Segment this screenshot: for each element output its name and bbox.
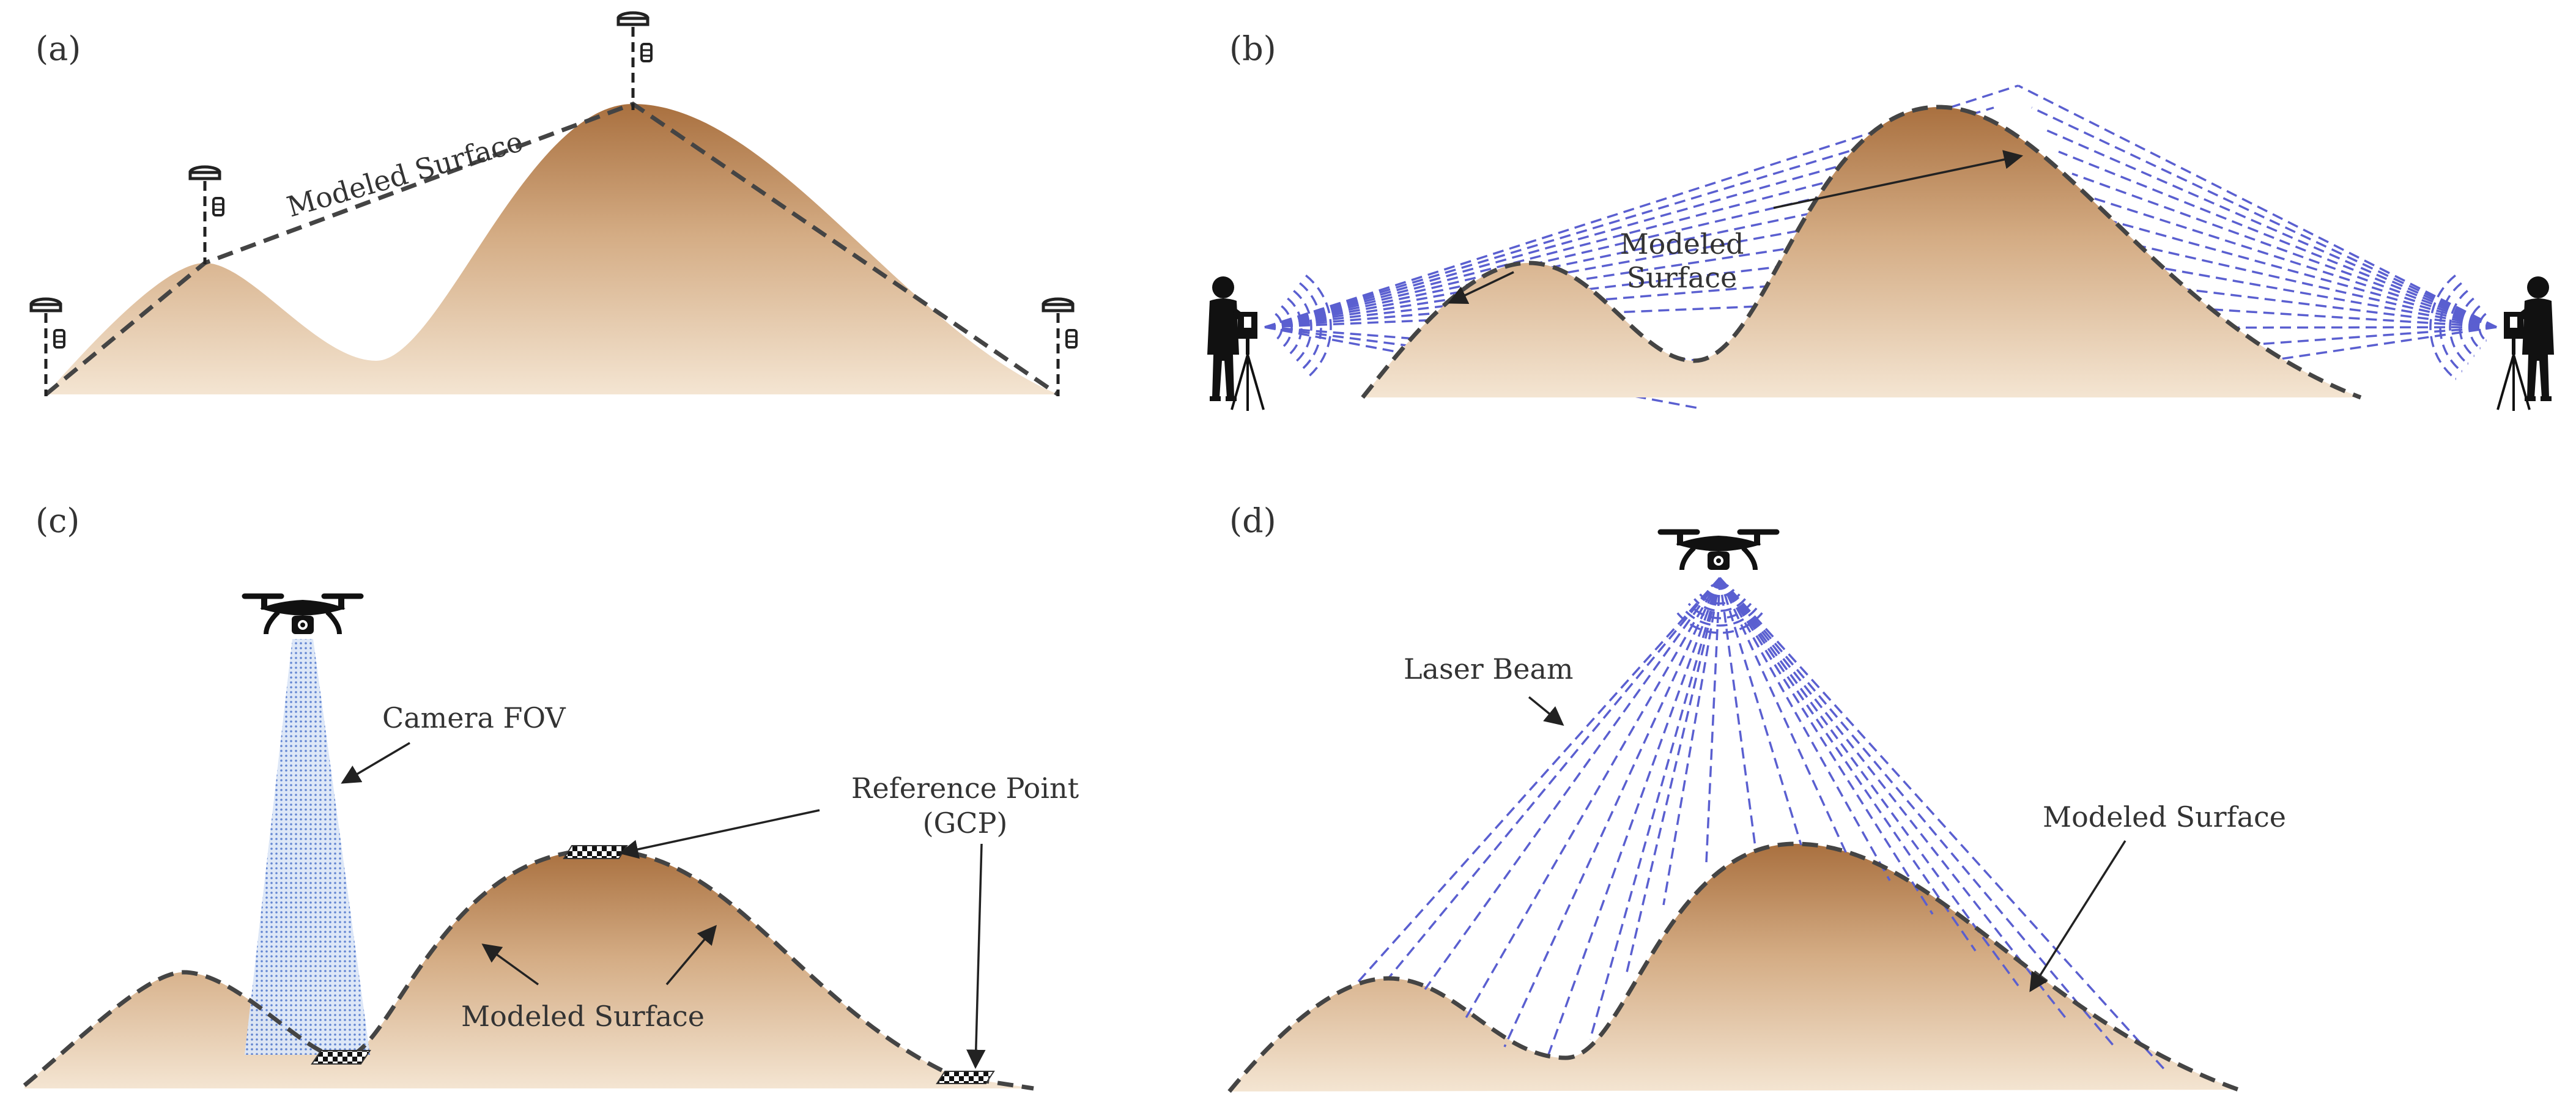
arrow-to-surface-b	[1448, 271, 1514, 305]
modeled-surface-line-a	[44, 102, 1059, 396]
beam-wave	[1287, 297, 1303, 357]
beam-line	[2085, 194, 2497, 328]
annotation-reference-point: Reference Point	[851, 772, 1079, 805]
beam-wave	[1275, 312, 1283, 342]
camera-fov-cone	[245, 639, 370, 1055]
annotation-camera-fov: Camera FOV	[382, 701, 566, 734]
beam-wave	[2449, 290, 2468, 364]
beam-wave	[2459, 297, 2474, 357]
beam-line	[1503, 577, 1721, 1047]
beam-line	[1264, 172, 1921, 328]
beam-wave	[1293, 290, 1312, 364]
beam-line	[1719, 577, 2068, 1021]
panel-label-a: (a)	[35, 29, 81, 68]
arrow-to-surface-b	[1773, 150, 2024, 209]
beam-wave	[1693, 598, 1746, 612]
beam-wave	[1704, 588, 1735, 597]
terrain-d	[1229, 844, 2238, 1091]
beam-line	[1719, 577, 1891, 881]
beam-line	[1589, 577, 1721, 1040]
beam-line	[2112, 238, 2497, 328]
drone-icon	[1660, 532, 1777, 570]
modeled-surface-line-c	[23, 848, 1034, 1091]
beam-wave	[1687, 602, 1752, 619]
beam-line	[1264, 194, 1897, 328]
panel-d: (d) Laser Beam Modeled Surface	[1227, 501, 2286, 1093]
beam-wave	[1710, 584, 1730, 590]
terrain-a	[46, 104, 1058, 394]
terrain-c	[24, 850, 1034, 1088]
beam-wave	[2468, 305, 2481, 349]
annotation-laser-beam: Laser Beam	[1404, 652, 1573, 685]
annotation-modeled-b: Modeled	[1620, 227, 1744, 260]
panel-label-b: (b)	[1229, 29, 1276, 68]
beam-line	[2031, 106, 2497, 328]
checkerboard-target-icon	[311, 1050, 371, 1065]
gnss-receiver-icon	[190, 167, 223, 264]
arrow-to-fov	[341, 742, 410, 784]
checkerboard-target-icon	[936, 1071, 995, 1084]
checkerboard-target-icon	[563, 845, 628, 859]
terrain-b	[1363, 107, 2361, 397]
beam-line	[2018, 84, 2497, 328]
beam-line	[1705, 577, 1721, 863]
panel-a: (a) Modeled Surface	[31, 13, 1076, 396]
beam-line	[2071, 172, 2497, 328]
beam-line	[1719, 577, 2019, 987]
beam-line	[2139, 283, 2497, 328]
beam-line	[1719, 577, 2166, 1071]
beam-line	[1424, 577, 1721, 991]
panel-b: (b) Modeled Surface	[1207, 29, 2554, 411]
beam-line	[1719, 577, 1802, 846]
beam-line	[1719, 577, 1756, 848]
beam-wave	[2439, 282, 2462, 372]
panel-c: (c) Camera FOV Reference Point (GCP) Mod…	[23, 501, 1079, 1091]
beam-wave	[1299, 282, 1322, 372]
arrow-to-surface-c	[665, 925, 717, 986]
arrow-to-gcp	[966, 843, 986, 1069]
modeled-surface-line-b	[1361, 105, 2362, 400]
arrow-to-surface-d	[2029, 840, 2126, 992]
gnss-receiver-icon	[618, 13, 651, 110]
beam-line	[2058, 150, 2497, 328]
annotation-modeled-surface-a: Modeled Surface	[283, 125, 526, 224]
beam-wave	[1305, 275, 1332, 380]
beam-line	[2125, 260, 2497, 328]
beam-line	[2152, 305, 2497, 328]
drone-icon	[245, 596, 361, 634]
beam-wave	[2478, 312, 2487, 342]
beam-wave	[2429, 275, 2456, 380]
beam-line	[2098, 216, 2497, 328]
panel-label-d: (d)	[1229, 501, 1276, 540]
beam-wave	[1682, 607, 1758, 627]
arrow-to-laser-beam	[1528, 696, 1564, 726]
beam-line	[1387, 577, 1721, 980]
beam-line	[1719, 577, 1934, 915]
annotation-surface-b: Surface	[1627, 261, 1738, 294]
laser-beams-d	[1353, 577, 2166, 1071]
arrow-to-surface-c	[481, 944, 539, 986]
annotation-modeled-surface-c: Modeled Surface	[461, 1000, 705, 1033]
panel-label-c: (c)	[35, 501, 80, 540]
beam-line	[2045, 128, 2497, 328]
arrow-to-gcp	[618, 809, 820, 859]
modeled-surface-line-d	[1227, 841, 2240, 1093]
beam-line	[1719, 577, 1977, 951]
scan-beams-b	[1264, 84, 2497, 410]
beam-wave	[1699, 593, 1741, 605]
annotation-gcp: (GCP)	[923, 807, 1008, 840]
beam-wave	[1281, 305, 1293, 349]
annotation-modeled-surface-d: Modeled Surface	[2043, 800, 2286, 833]
gnss-receiver-icon	[1043, 299, 1076, 396]
beam-line	[1353, 577, 1721, 987]
